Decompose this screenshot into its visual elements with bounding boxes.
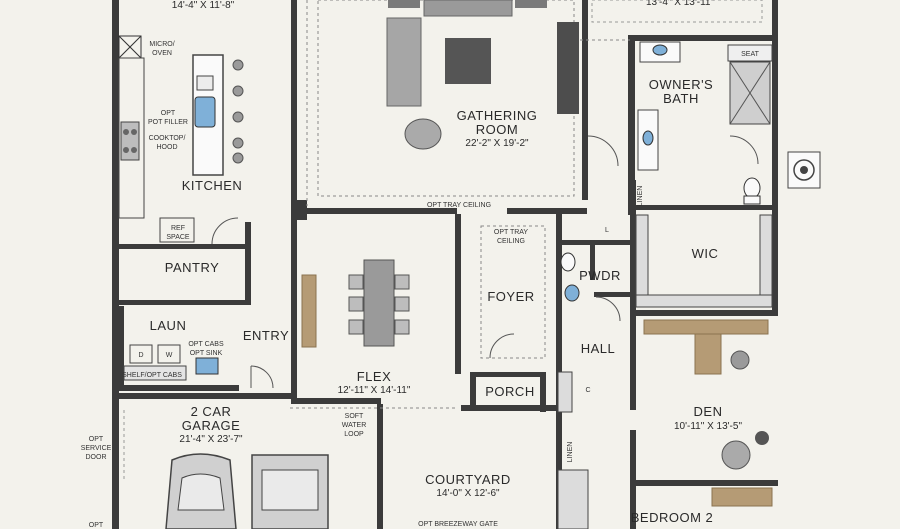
laundry-fixtures [129, 344, 219, 375]
ceiling-note: CEILING [497, 238, 525, 245]
gathering-room-label-2: ROOM [476, 122, 518, 137]
l-note: L [605, 227, 609, 234]
opt-tray-note: OPT TRAY [494, 229, 529, 236]
water-note: WATER [342, 422, 367, 429]
flex-labels: FLEX 12'-11" X 14'-11" [338, 369, 411, 396]
walls [112, 0, 778, 529]
porch-label: PORCH [485, 384, 534, 399]
entry-door-swing [250, 365, 274, 389]
door-swings [211, 135, 759, 359]
flex-furniture [301, 259, 410, 348]
laundry-labels: LAUN OPT CABS OPT SINK D W SHELF/OPT CAB… [122, 318, 224, 379]
entry-label: ENTRY [243, 328, 289, 343]
pwdr-fixtures [560, 252, 580, 302]
cooktop-note: COOKTOP/ [149, 135, 186, 142]
shelf-note: SHELF/OPT CABS [122, 372, 182, 379]
courtyard-labels: COURTYARD 14'-0" X 12'-6" OPT BREEZEWAY … [418, 472, 511, 528]
kitchen-top-dimension: 14'-4" X 11'-8" [172, 0, 235, 11]
gathering-room-dimension: 22'-2" X 19'-2" [465, 138, 529, 149]
pantry-label: PANTRY [165, 260, 220, 275]
courtyard-dimension: 14'-0" X 12'-6" [436, 488, 500, 499]
garage-label-2: GARAGE [182, 418, 241, 433]
wic-labels: WIC [692, 246, 719, 261]
owners-bath-label: OWNER'S [649, 77, 713, 92]
owners-bath-label-2: BATH [663, 91, 699, 106]
pwdr-labels: L PWDR [579, 227, 621, 283]
den-label: DEN [694, 404, 723, 419]
opt-service-note: OPT [89, 436, 104, 443]
gathering-room-label: GATHERING [457, 108, 538, 123]
kitchen-labels: 14'-4" X 11'-8" MICRO/ OVEN OPT POT FILL… [148, 0, 242, 241]
gathering-furniture [386, 0, 579, 150]
flex-dimension: 12'-11" X 14'-11" [338, 385, 411, 396]
micro-oven-note: MICRO/ [149, 41, 174, 48]
den-furniture [643, 319, 773, 507]
den-labels: DEN 10'-11" X 13'-5" [674, 404, 742, 432]
top-right-dimension: 13'-4" X 13'-11" [646, 0, 714, 8]
den-dimension: 10'-11" X 13'-5" [674, 421, 742, 432]
dryer-note: D [138, 352, 143, 359]
opt-note-2: OPT [89, 522, 104, 529]
laun-label: LAUN [150, 318, 187, 333]
opt-sink-note: OPT SINK [190, 350, 223, 357]
pwdr-label: PWDR [579, 268, 621, 283]
flex-label: FLEX [357, 369, 392, 384]
owners-bath-labels: SEAT OWNER'S BATH LINEN [637, 51, 760, 206]
pot-filler-note: POT FILLER [148, 119, 188, 126]
hood-note: HOOD [157, 144, 178, 151]
gathering-labels: GATHERING ROOM 22'-2" X 19'-2" OPT TRAY … [427, 108, 537, 209]
owners-bath-fixtures [637, 41, 821, 205]
kitchen-label: KITCHEN [182, 178, 243, 193]
courtyard-label: COURTYARD [425, 472, 511, 487]
ref-note: REF [171, 225, 185, 232]
garage-dimension: 21'-4" X 23'-7" [179, 434, 243, 445]
garage-label: 2 CAR [191, 404, 232, 419]
breezeway-note: OPT BREEZEWAY GATE [418, 521, 498, 528]
top-right-room: 13'-4" X 13'-11" [591, 0, 763, 23]
hall-label: HALL [581, 341, 616, 356]
wic-label: WIC [692, 246, 719, 261]
linen-note-2: LINEN [567, 442, 574, 463]
closet-shelving [123, 214, 773, 529]
washer-note: W [166, 352, 173, 359]
opt-note: OPT [161, 110, 176, 117]
tray-ceiling-note: OPT TRAY CEILING [427, 202, 491, 209]
garage-vehicles [123, 410, 329, 529]
door-note: DOOR [86, 454, 107, 461]
ref-space-note: SPACE [166, 234, 190, 241]
opt-cabs-note: OPT CABS [188, 341, 224, 348]
foyer-label: FOYER [487, 289, 534, 304]
bedroom-2-label: BEDROOM 2 [631, 510, 714, 525]
kitchen-fixtures [118, 35, 244, 243]
linen-note: LINEN [637, 186, 644, 207]
soft-note: SOFT [345, 413, 364, 420]
seat-note: SEAT [741, 51, 759, 58]
foyer-labels: OPT TRAY CEILING FOYER [487, 229, 534, 304]
service-note: SERVICE [81, 445, 112, 452]
micro-oven-note-2: OVEN [152, 50, 172, 57]
loop-note: LOOP [344, 431, 364, 438]
c-note: C [585, 387, 590, 394]
garage-labels: 2 CAR GARAGE 21'-4" X 23'-7" SOFT WATER … [81, 404, 367, 529]
